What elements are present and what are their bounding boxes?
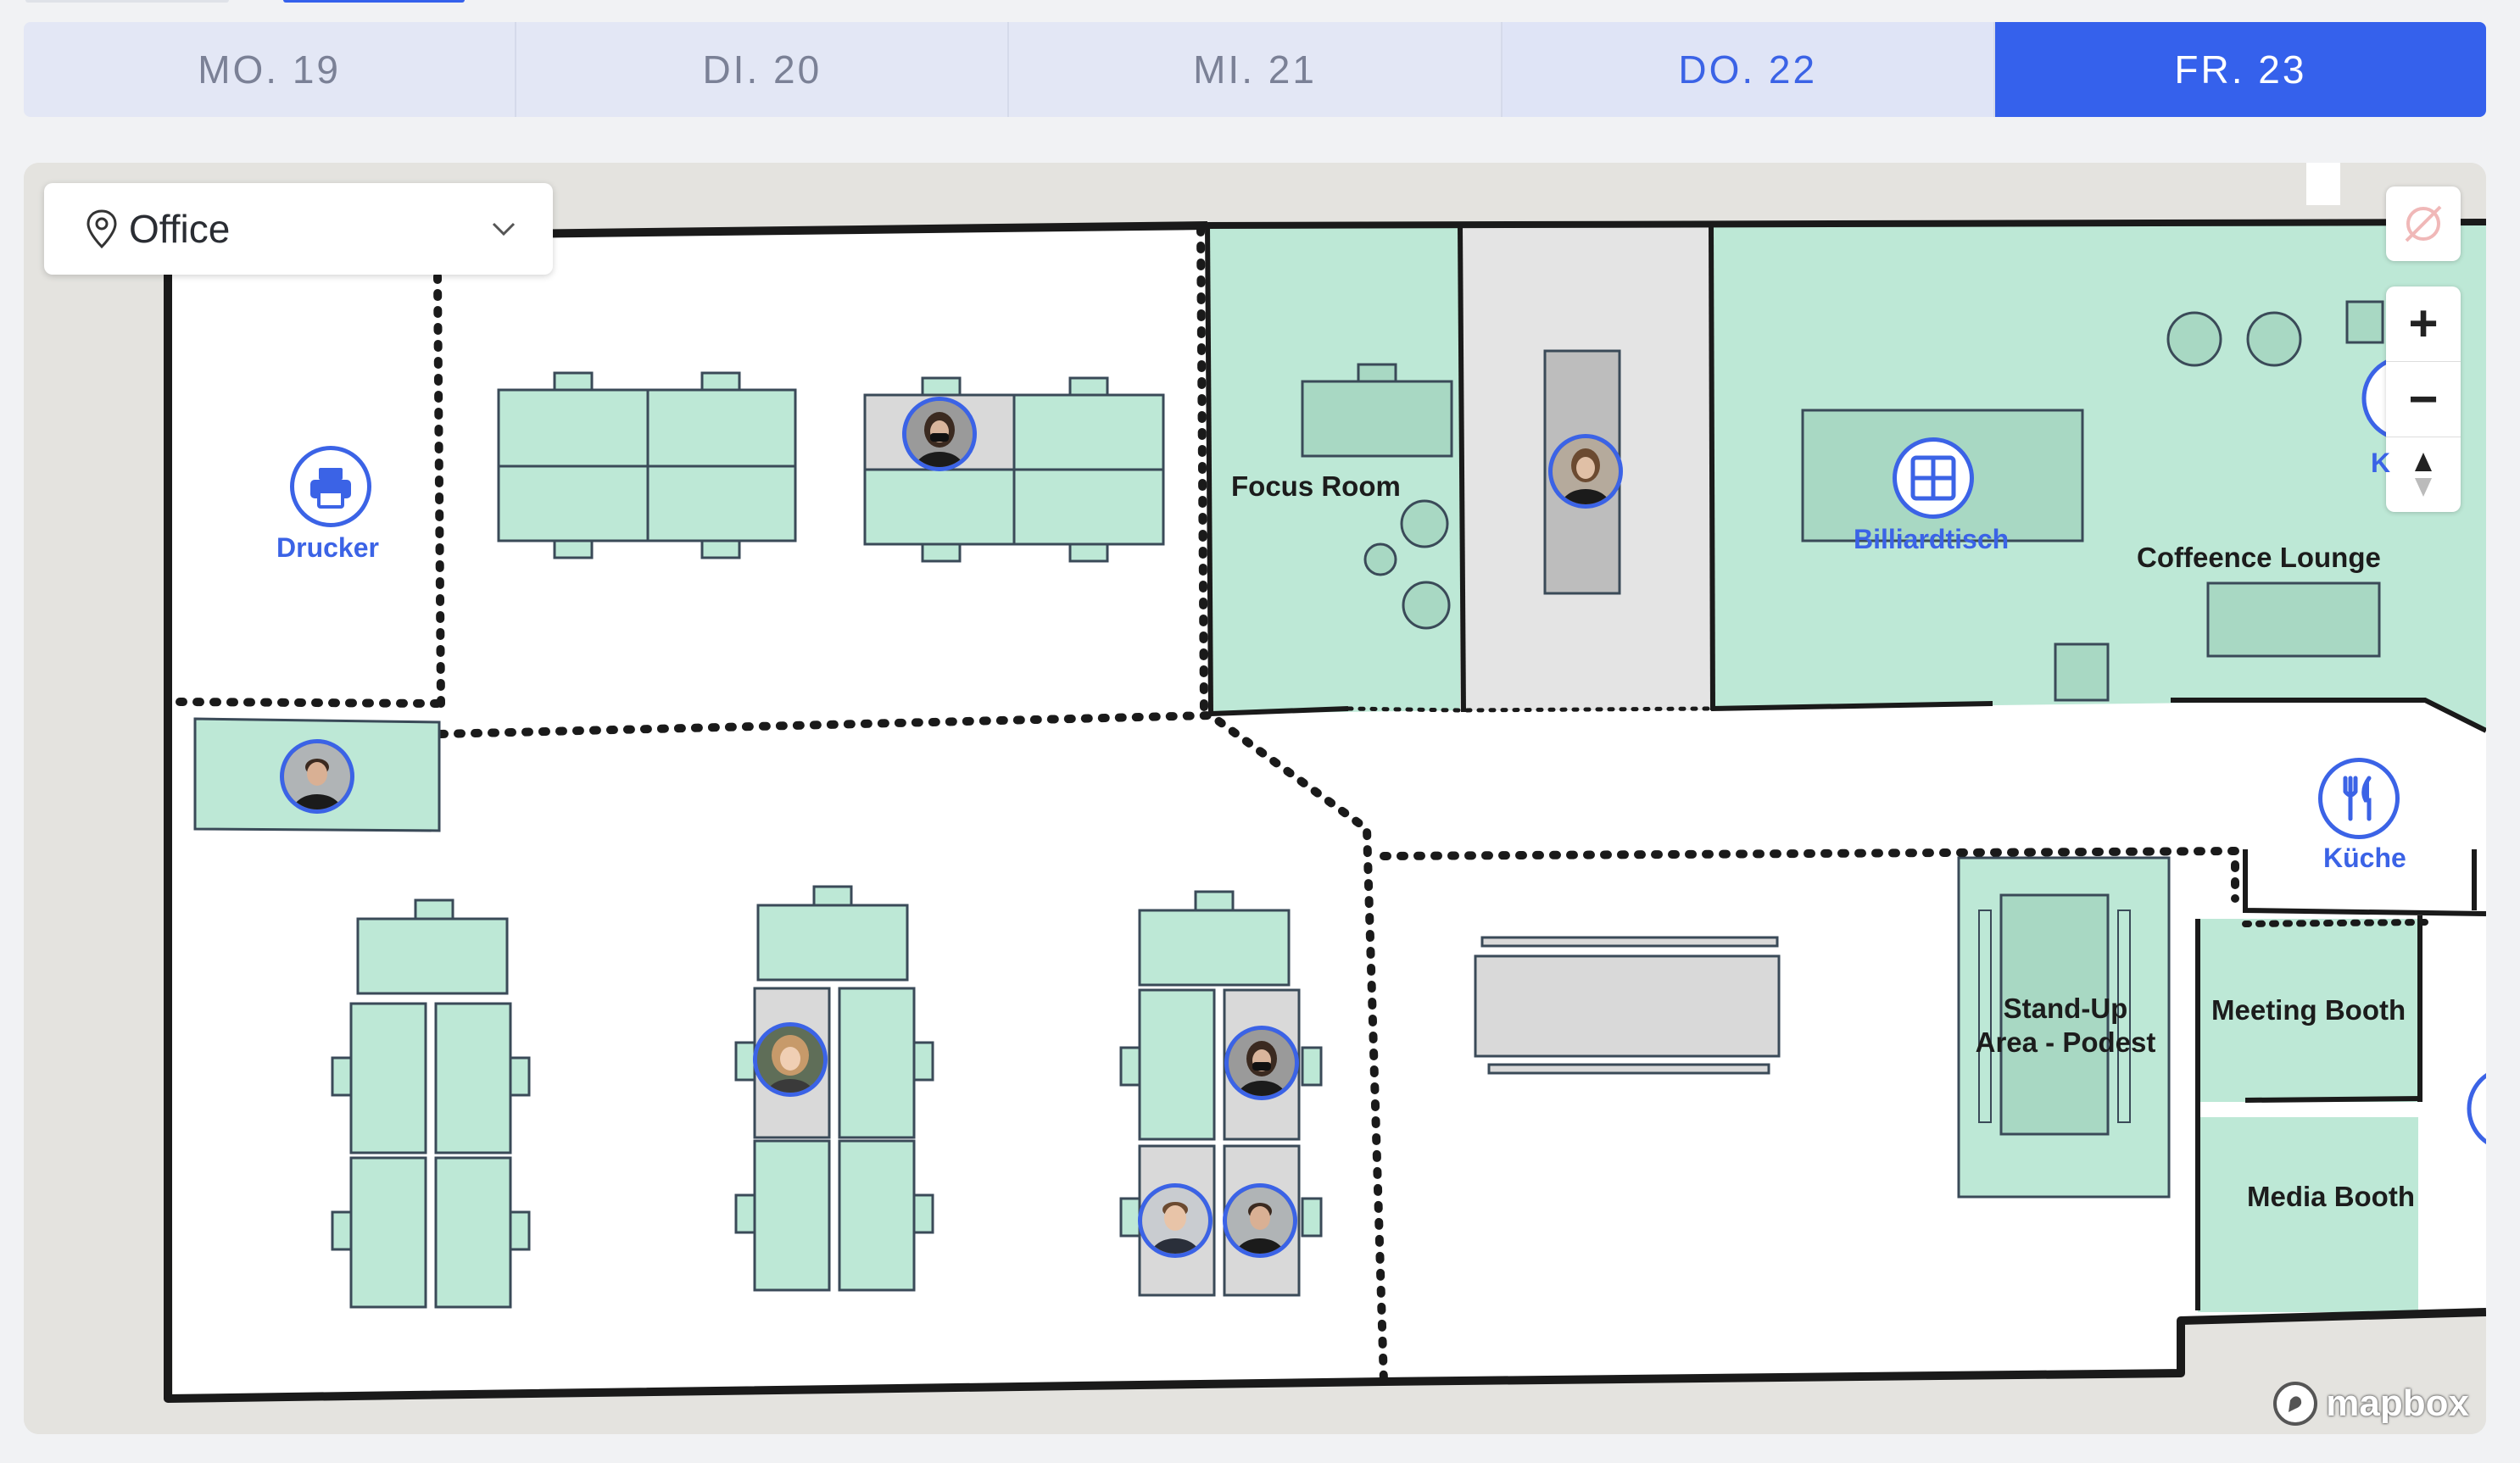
day-tab-fri[interactable]: FR. 23 (1994, 22, 2486, 117)
person-avatar-icon (1142, 1188, 1208, 1254)
kitchen-poi[interactable] (2318, 758, 2400, 839)
billiards-label: Billiardtisch (1854, 524, 2010, 554)
compass-disabled-icon (2405, 205, 2442, 242)
person-avatar-icon (1553, 438, 1619, 504)
avatar-desk-top[interactable] (902, 397, 977, 471)
day-tab-tue[interactable]: DI. 20 (516, 22, 1010, 117)
standup-label-line2: Area - Podest (1975, 1026, 2156, 1058)
coffee-lounge-label: Coffeence Lounge (2137, 542, 2381, 573)
focus-room-label: Focus Room (1231, 470, 1401, 502)
avatar-group-c-right[interactable] (1223, 1183, 1297, 1258)
avatar-corridor[interactable] (1548, 434, 1623, 509)
media-booth-area (2198, 1117, 2418, 1312)
standup-label-line1: Stand-Up (2003, 993, 2128, 1024)
compass-button[interactable] (2386, 186, 2461, 261)
mapbox-logo[interactable]: mapbox (2272, 1380, 2469, 1427)
compass-control (2386, 186, 2461, 261)
map-pin-icon (86, 209, 117, 249)
floor-map[interactable] (24, 163, 2486, 1434)
avatar-group-c-left[interactable] (1138, 1183, 1213, 1258)
location-label: Office (129, 207, 231, 251)
location-dropdown[interactable]: Office (44, 183, 553, 275)
minus-icon: − (2408, 370, 2439, 427)
focus-room-area (1207, 227, 1460, 714)
fork-knife-icon (2343, 776, 2372, 821)
table-grid-icon (1910, 455, 1956, 501)
day-tab-thu[interactable]: DO. 22 (1502, 22, 1995, 117)
day-tab-mon[interactable]: MO. 19 (24, 22, 517, 117)
printer-label: Drucker (276, 532, 379, 563)
kitchen-label-partial: K (2371, 448, 2391, 478)
floor-plan (24, 163, 2486, 1434)
avatar-group-c-top[interactable] (1224, 1026, 1299, 1100)
avatar-left-desk[interactable] (280, 739, 354, 814)
meeting-booth-label: Meeting Booth (2211, 994, 2406, 1026)
billiards-poi[interactable] (1893, 437, 1974, 519)
zoom-controls: + − (2386, 286, 2461, 512)
plus-icon: + (2408, 295, 2439, 352)
printer-poi[interactable] (290, 446, 371, 527)
north-arrow-icon (2415, 453, 2432, 497)
person-avatar-icon (906, 401, 973, 467)
person-avatar-icon (284, 743, 350, 809)
person-avatar-icon (1227, 1188, 1293, 1254)
reset-bearing-button[interactable] (2386, 437, 2461, 512)
standup-area-label: Stand-Up Area - Podest (1971, 992, 2160, 1060)
person-avatar-icon (1229, 1030, 1295, 1096)
mapbox-icon (2273, 1382, 2318, 1426)
zoom-in-button[interactable]: + (2386, 286, 2461, 362)
chevron-down-icon (492, 222, 516, 236)
day-selector: MO. 19 DI. 20 MI. 21 DO. 22 FR. 23 (24, 22, 2486, 117)
day-tab-wed[interactable]: MI. 21 (1009, 22, 1503, 117)
kitchen-label: Küche (2323, 843, 2406, 873)
meeting-booth-area (2198, 919, 2418, 1102)
mapbox-text: mapbox (2326, 1382, 2469, 1424)
printer-icon (310, 468, 351, 509)
media-booth-label: Media Booth (2247, 1181, 2415, 1212)
avatar-group-b[interactable] (753, 1022, 828, 1097)
zoom-out-button[interactable]: − (2386, 362, 2461, 437)
person-avatar-icon (757, 1026, 823, 1093)
